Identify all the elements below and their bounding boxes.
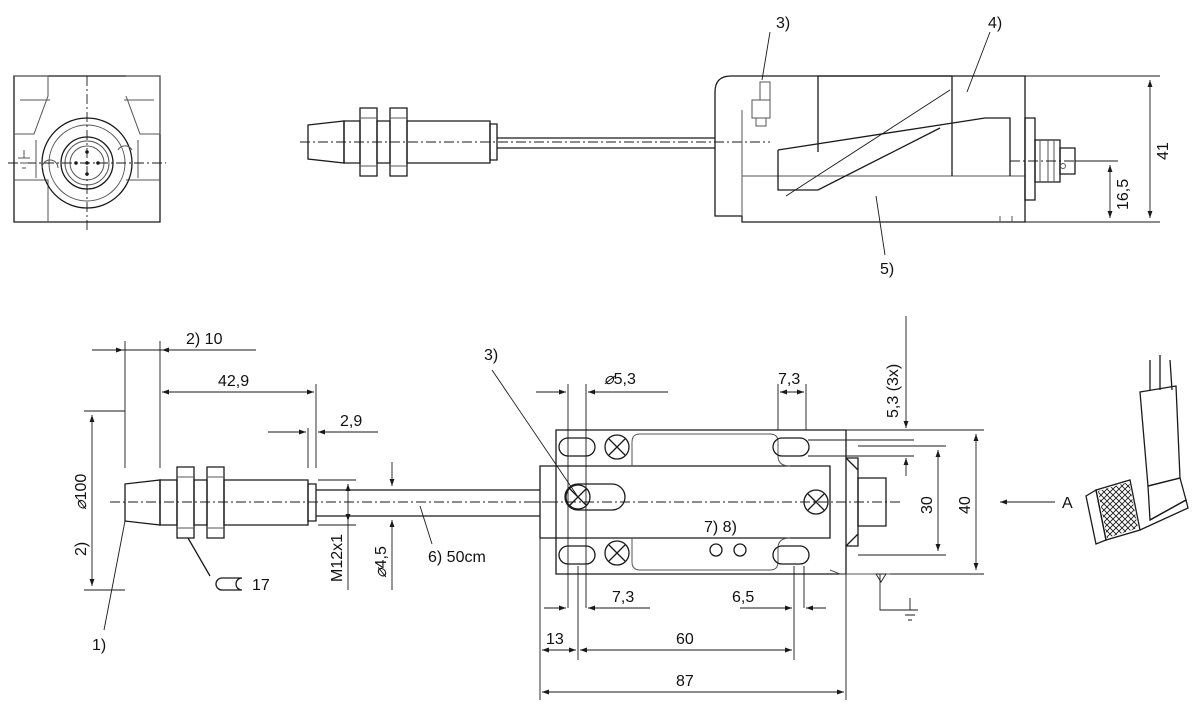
dim-41: 41 bbox=[1155, 142, 1172, 160]
dim-13: 13 bbox=[546, 631, 564, 648]
dim-30: 30 bbox=[919, 496, 936, 514]
dia-4-5-value: 4,5 bbox=[373, 546, 390, 568]
dim-87: 87 bbox=[676, 673, 694, 690]
ref3-top: 3) bbox=[776, 15, 790, 32]
labels: 3) 4) 5) 41 16,5 3) 5,3 (3x) ⌀5,3 7,3 30… bbox=[73, 15, 1172, 690]
dia-100-value: 100 bbox=[73, 474, 90, 501]
side-view bbox=[300, 31, 1160, 256]
connector-view bbox=[1085, 355, 1189, 545]
ref1: 1) bbox=[92, 637, 106, 654]
dim-16-5: 16,5 bbox=[1115, 179, 1132, 210]
dia-5-3: ⌀5,3 bbox=[604, 371, 636, 388]
sensor-view bbox=[84, 341, 560, 631]
view-a-label: A bbox=[1062, 495, 1073, 512]
ref7-8: 7) 8) bbox=[704, 519, 737, 536]
ref5: 5) bbox=[880, 261, 894, 278]
ref2-left: 2) bbox=[73, 542, 90, 556]
dia-4-5: ⌀4,5 bbox=[373, 546, 390, 578]
ref2-10: 2) 10 bbox=[186, 331, 223, 348]
dim-60: 60 bbox=[676, 631, 694, 648]
dim-42-9: 42,9 bbox=[218, 373, 249, 390]
wrench-17: 17 bbox=[252, 577, 270, 594]
dim-7-3-bottom: 7,3 bbox=[612, 589, 634, 606]
dim-6-5: 6,5 bbox=[732, 589, 754, 606]
dia-100: ⌀100 bbox=[73, 474, 90, 510]
m12x1: M12x1 bbox=[329, 534, 346, 582]
ref6-cable: 6) 50cm bbox=[428, 549, 486, 566]
dim-5-3-3x: 5,3 (3x) bbox=[885, 364, 902, 418]
front-view bbox=[8, 75, 166, 232]
ref3-plan: 3) bbox=[484, 347, 498, 364]
dia-5-3-value: 5,3 bbox=[614, 371, 636, 388]
plan-view bbox=[491, 316, 1055, 700]
dim-7-3-top: 7,3 bbox=[778, 371, 800, 388]
dim-40: 40 bbox=[957, 496, 974, 514]
ref4: 4) bbox=[988, 15, 1002, 32]
dim-2-9: 2,9 bbox=[340, 413, 362, 430]
